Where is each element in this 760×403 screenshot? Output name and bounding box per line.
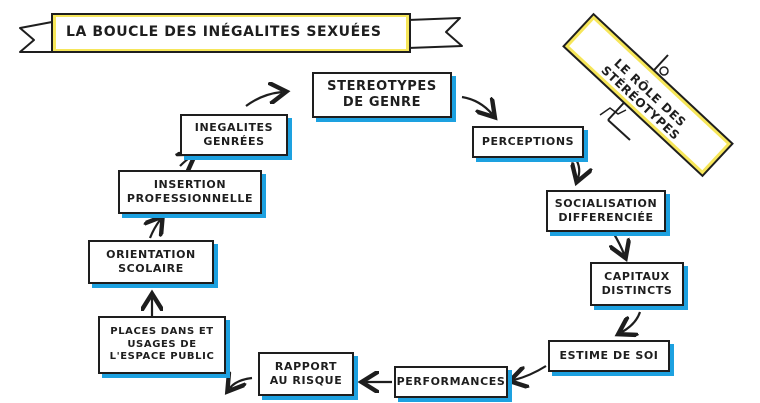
side-sign-board xyxy=(562,12,734,178)
node-places: Places dans et usages de l'espace public xyxy=(98,316,226,374)
node-rapport: Rapport au risque xyxy=(258,352,354,396)
sign-bolt xyxy=(659,66,669,76)
node-stereotypes: Stereotypes de genre xyxy=(312,72,452,118)
arrow-inegalites-stereotypes xyxy=(245,92,282,107)
arrow-perceptions-socialisation xyxy=(573,154,579,178)
arrow-rapport-places xyxy=(230,378,253,388)
arrow-insertion-inegalites xyxy=(180,156,192,166)
sign-post-foot xyxy=(607,119,631,141)
node-estime: Estime de soi xyxy=(548,340,670,372)
node-inegalites: Inegalites genrées xyxy=(180,114,288,156)
arrow-stereotypes-perceptions xyxy=(461,95,492,114)
sign-grass xyxy=(599,107,627,116)
node-performances: Performances xyxy=(394,366,508,398)
node-perceptions: Perceptions xyxy=(472,126,584,158)
node-orientation: Orientation scolaire xyxy=(88,240,214,284)
title-banner-text: La boucle des inégalites sexuées xyxy=(66,24,382,40)
arrow-socialisation-capitaux xyxy=(614,233,624,254)
node-capitaux: Capitaux distincts xyxy=(590,262,684,306)
title-banner-left-tail xyxy=(19,21,53,53)
arrow-estime-performances xyxy=(514,365,547,380)
node-socialisation: Socialisation differenciée xyxy=(546,190,666,232)
arrow-capitaux-estime xyxy=(622,311,642,332)
arrow-orientation-insertion xyxy=(150,220,160,239)
node-insertion: Insertion professionnelle xyxy=(118,170,262,214)
title-banner-right-tail xyxy=(407,17,463,49)
title-banner-inner xyxy=(56,17,406,49)
